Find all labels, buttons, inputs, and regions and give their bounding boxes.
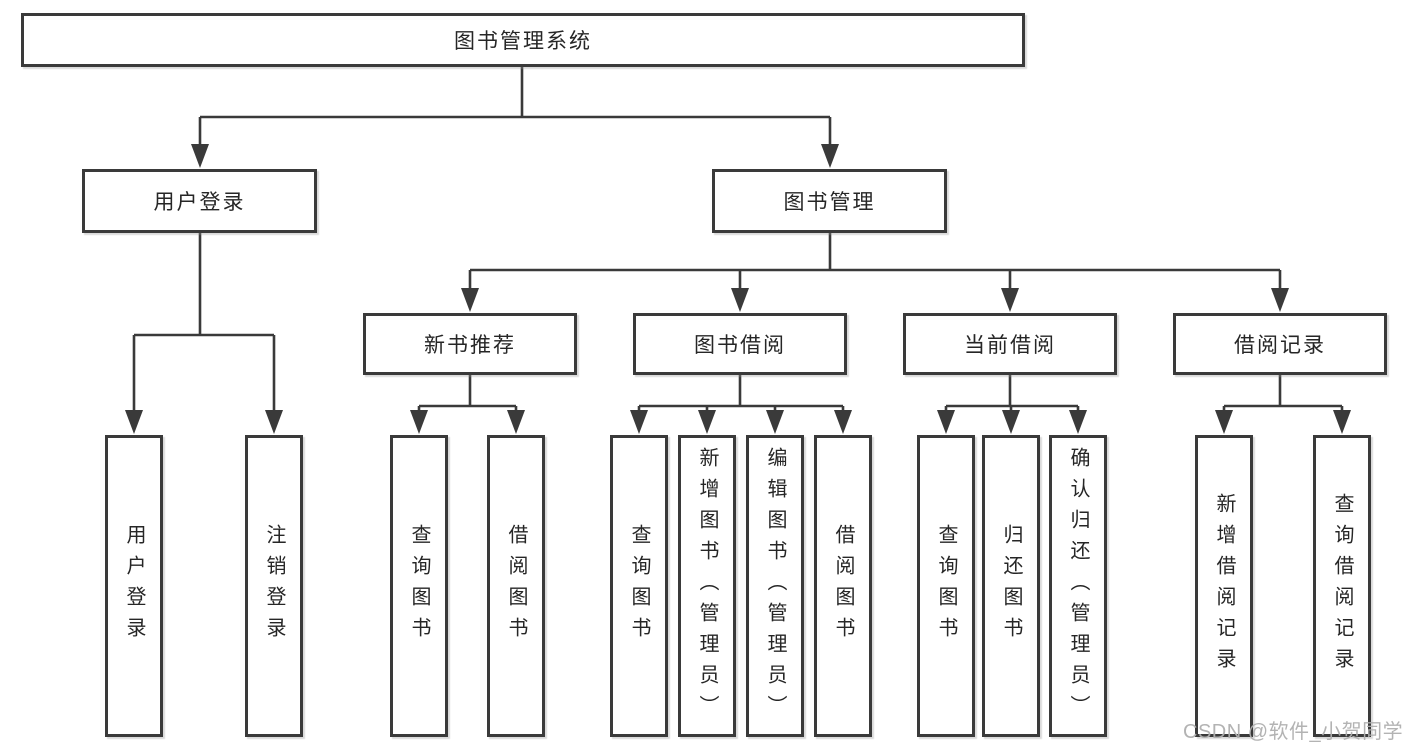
- node-borrow-records-label: 借阅记录: [1234, 334, 1326, 357]
- node-library-system: 图书管理系统: [21, 13, 1025, 67]
- node-book-management-label: 图书管理: [783, 191, 876, 214]
- node-new-book-recommend-label: 新书推荐: [424, 334, 516, 357]
- node-book-borrow-label: 图书借阅: [694, 334, 786, 357]
- leaf-records-query-record-label: 查询借阅记录: [1331, 493, 1353, 679]
- leaf-newbook-query-books-label: 查询图书: [408, 524, 430, 648]
- node-book-borrow: 图书借阅: [633, 313, 847, 375]
- leaf-current-return-books: 归还图书: [982, 435, 1040, 737]
- node-library-system-label: 图书管理系统: [454, 30, 592, 53]
- leaf-records-query-record: 查询借阅记录: [1313, 435, 1371, 737]
- node-user-login: 用户登录: [82, 169, 317, 233]
- connector-paths: [132, 67, 1344, 414]
- leaf-logout: 注销登录: [245, 435, 303, 737]
- leaf-current-confirm-return-admin: 确认归还（管理员）: [1049, 435, 1107, 737]
- arrowheads: [125, 144, 1351, 434]
- leaf-current-confirm-return-admin-label: 确认归还（管理员）: [1067, 446, 1089, 726]
- leaf-current-return-books-label: 归还图书: [1000, 524, 1022, 648]
- leaf-borrow-query-books-label: 查询图书: [628, 524, 650, 648]
- node-borrow-records: 借阅记录: [1173, 313, 1387, 375]
- leaf-borrow-query-books: 查询图书: [610, 435, 668, 737]
- leaf-newbook-borrow-books: 借阅图书: [487, 435, 545, 737]
- leaf-borrow-borrow-books: 借阅图书: [814, 435, 872, 737]
- leaf-current-query-books-label: 查询图书: [935, 524, 957, 648]
- leaf-newbook-borrow-books-label: 借阅图书: [505, 524, 527, 648]
- leaf-borrow-edit-books-admin: 编辑图书（管理员）: [746, 435, 804, 737]
- node-user-login-label: 用户登录: [153, 191, 246, 214]
- node-current-borrow: 当前借阅: [903, 313, 1117, 375]
- node-new-book-recommend: 新书推荐: [363, 313, 577, 375]
- leaf-borrow-add-books-admin: 新增图书（管理员）: [678, 435, 736, 737]
- leaf-borrow-add-books-admin-label: 新增图书（管理员）: [696, 446, 718, 726]
- node-current-borrow-label: 当前借阅: [964, 334, 1056, 357]
- leaf-user-login-label: 用户登录: [123, 524, 145, 648]
- leaf-records-add-record: 新增借阅记录: [1195, 435, 1253, 737]
- leaf-records-add-record-label: 新增借阅记录: [1213, 493, 1235, 679]
- leaf-newbook-query-books: 查询图书: [390, 435, 448, 737]
- csdn-watermark: CSDN @软件_小贺同学: [1183, 721, 1404, 743]
- leaf-borrow-edit-books-admin-label: 编辑图书（管理员）: [764, 446, 786, 726]
- leaf-logout-label: 注销登录: [263, 524, 285, 648]
- leaf-user-login: 用户登录: [105, 435, 163, 737]
- node-book-management: 图书管理: [712, 169, 947, 233]
- leaf-current-query-books: 查询图书: [917, 435, 975, 737]
- leaf-borrow-borrow-books-label: 借阅图书: [832, 524, 854, 648]
